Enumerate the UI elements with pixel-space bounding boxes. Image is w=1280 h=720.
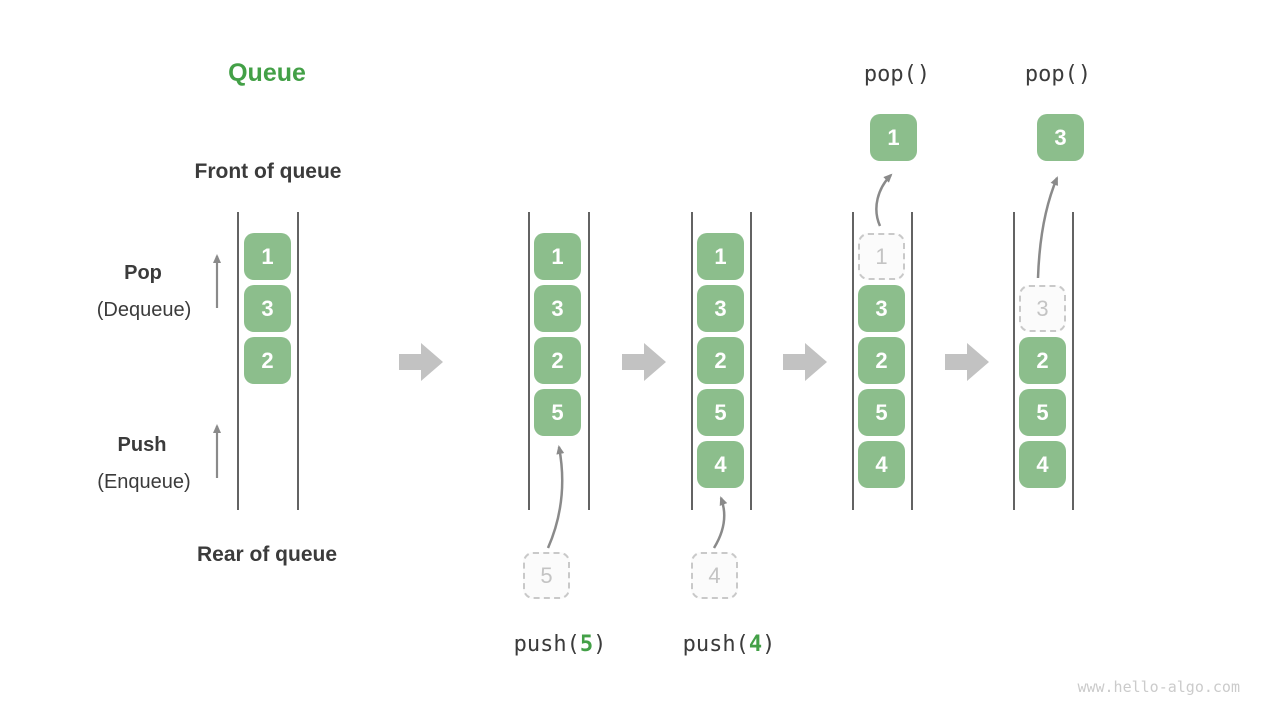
queue-rail: [297, 212, 299, 510]
queue-cell: 5: [858, 389, 905, 436]
incoming-cell: 5: [523, 552, 570, 599]
queue-cell: 2: [244, 337, 291, 384]
push-arrow-state2: [546, 445, 565, 549]
queue-rail: [691, 212, 693, 510]
pop-op-label: pop(): [1024, 62, 1092, 87]
queue-cell: 2: [858, 337, 905, 384]
queue-cell: 3: [858, 285, 905, 332]
push-op-pre: push(: [513, 632, 580, 657]
push-sublabel: (Enqueue): [97, 471, 191, 493]
queue-cell: 1: [697, 233, 744, 280]
flow-arrow-4: [945, 343, 989, 381]
push-op-label: push(4): [683, 632, 776, 657]
pop-op-label: pop(): [863, 62, 931, 87]
queue-rail: [1013, 212, 1015, 510]
front-of-queue-label: Front of queue: [194, 160, 342, 183]
incoming-cell: 4: [691, 552, 738, 599]
flow-arrow-1: [399, 343, 443, 381]
watermark: www.hello-algo.com: [1077, 678, 1240, 696]
popped-cell: 3: [1037, 114, 1084, 161]
pop-label: Pop: [124, 262, 162, 284]
queue-cell: 4: [858, 441, 905, 488]
push-op-arg: 4: [748, 632, 763, 657]
queue-cell: 1: [534, 233, 581, 280]
queue-rail: [911, 212, 913, 510]
pop-arrow-state5: [1036, 176, 1059, 279]
ghost-cell: 1: [858, 233, 905, 280]
queue-rail: [588, 212, 590, 510]
queue-cell: 3: [244, 285, 291, 332]
push-op-label: push(5): [514, 632, 607, 657]
push-op-post: ): [762, 632, 776, 657]
queue-cell: 4: [697, 441, 744, 488]
push-op-post: ): [593, 632, 607, 657]
queue-cell: 3: [697, 285, 744, 332]
queue-rail: [852, 212, 854, 510]
queue-cell: 2: [697, 337, 744, 384]
pop-sublabel: (Dequeue): [96, 299, 192, 321]
diagram-title: Queue: [228, 59, 306, 87]
push-op-pre: push(: [682, 632, 749, 657]
push-op-arg: 5: [579, 632, 594, 657]
popped-cell: 1: [870, 114, 917, 161]
queue-rail: [750, 212, 752, 510]
queue-cell: 4: [1019, 441, 1066, 488]
ghost-cell: 3: [1019, 285, 1066, 332]
rear-of-queue-label: Rear of queue: [196, 543, 338, 566]
queue-rail: [528, 212, 530, 510]
queue-cell: 2: [534, 337, 581, 384]
queue-rail: [237, 212, 239, 510]
queue-cell: 2: [1019, 337, 1066, 384]
pop-arrow-state4: [875, 173, 893, 227]
queue-cell: 5: [534, 389, 581, 436]
flow-arrow-2: [622, 343, 666, 381]
push-label: Push: [117, 434, 167, 456]
flow-arrow-3: [783, 343, 827, 381]
queue-cell: 3: [534, 285, 581, 332]
push-arrow-state3: [712, 496, 728, 549]
queue-rail: [1072, 212, 1074, 510]
queue-cell: 1: [244, 233, 291, 280]
queue-cell: 5: [1019, 389, 1066, 436]
queue-cell: 5: [697, 389, 744, 436]
